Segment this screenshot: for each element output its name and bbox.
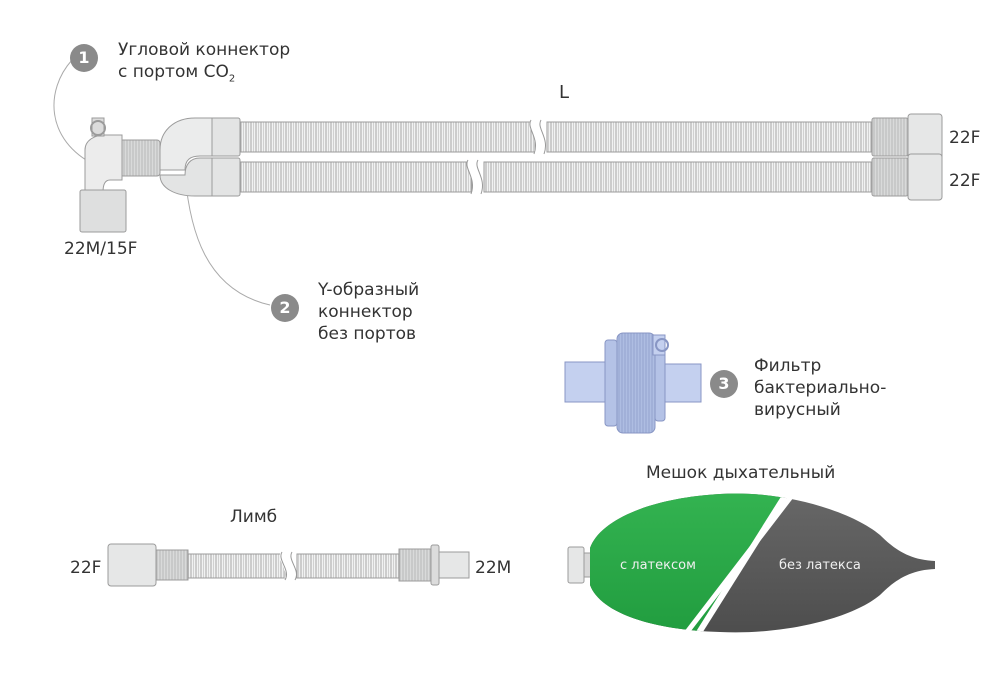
end-bottom-label: 22F [949,171,981,191]
end-top-label: 22F [949,128,981,148]
callout-badge-3: 3 [710,370,738,398]
callout-3-line1: Фильтр [754,356,822,376]
callout-1-line2: с портом CO2 [118,61,290,90]
lower-tube [209,153,943,201]
length-label: L [559,82,570,103]
callout-badge-2: 2 [271,294,299,322]
angle-connector [79,117,161,233]
upper-tube [209,113,943,161]
callout-1-line2-text: с портом CO [118,62,229,82]
callout-2-line2: коннектор [318,302,413,322]
limb-right-label: 22M [475,558,512,578]
callout-2-line3: без портов [318,324,417,344]
bag-latex-label: с латексом [620,558,696,573]
limb-tube [107,543,470,587]
callout-1-label: Угловой коннектор с портом CO2 [118,39,290,90]
bag-title: Мешок дыхательный [646,463,836,483]
callout-3-line2: бактериально- [754,378,887,398]
leader-line-1 [53,59,96,166]
filter-device [564,332,702,434]
limb-left-label: 22F [70,558,102,578]
callout-badge-1: 1 [70,44,98,72]
callout-3-line3: вирусный [754,400,841,420]
callout-2-line1: Y-образный [318,280,420,300]
callout-1-sub: 2 [228,73,236,85]
y-connector [159,117,213,197]
limb-title: Лимб [230,507,278,527]
callout-3-label: Фильтр бактериально- вирусный [754,355,886,421]
angle-size-label: 22M/15F [64,239,138,259]
bag-nolatex-label: без латекса [779,558,861,573]
callout-2-label: Y-образный коннектор без портов [318,279,419,345]
callout-1-line1: Угловой коннектор [118,40,291,60]
